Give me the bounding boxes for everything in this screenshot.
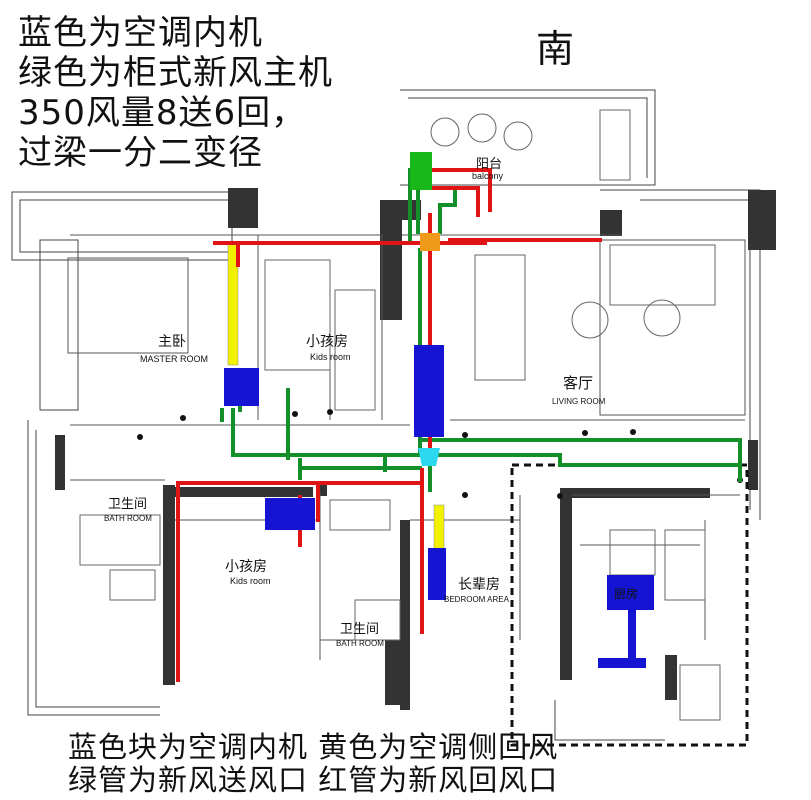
bath1-label-cn: 卫生间 [108, 496, 147, 511]
compass-label: 南 [536, 29, 574, 71]
supply-pipes [220, 168, 742, 492]
side-return-vents [227, 242, 445, 564]
dashed-zone [510, 463, 749, 747]
header-line-1: 蓝色为空调内机 [18, 13, 263, 53]
return-pipes [176, 168, 602, 682]
master-label-en: MASTER ROOM [140, 354, 208, 364]
ac-units [224, 345, 654, 668]
room-lines [67, 234, 746, 660]
bath2-label-cn: 卫生间 [340, 621, 379, 636]
footer-line-1: 蓝色块为空调内机 黄色为空调侧回风 [68, 730, 559, 764]
header-line-2: 绿色为柜式新风主机 [18, 53, 333, 93]
living-label-en: LIVING ROOM [552, 397, 606, 406]
splitter-cyan [418, 448, 440, 466]
balcony-label-cn: 阳台 [476, 156, 502, 171]
splitter-orange [420, 233, 440, 251]
furniture [79, 109, 721, 721]
bath1-label-en: BATH ROOM [104, 514, 152, 523]
master-label-cn: 主卧 [158, 333, 186, 349]
bath2-label-en: BATH ROOM [336, 639, 384, 648]
fresh-air-unit [410, 152, 432, 190]
header-line-3: 350风量8送6回， [18, 93, 307, 133]
kids1-label-en: Kids room [310, 352, 351, 362]
header-line-4: 过梁一分二变径 [18, 133, 263, 173]
footer-line-2: 绿管为新风送风口 红管为新风回风口 [68, 763, 559, 797]
kitchen-label-cn: 厨房 [614, 586, 638, 601]
kids2-label-en: Kids room [230, 576, 271, 586]
elder-label-cn: 长辈房 [458, 576, 500, 592]
kids2-label-cn: 小孩房 [225, 558, 267, 574]
walls [55, 188, 776, 710]
living-label-cn: 客厅 [563, 375, 593, 392]
elder-label-en: BEDROOM AREA [444, 595, 510, 604]
room-labels: 阳台 balcony 主卧 MASTER ROOM 小孩房 Kids room … [104, 156, 638, 648]
balcony-label-en: balcony [472, 171, 504, 181]
kids1-label-cn: 小孩房 [306, 333, 348, 349]
